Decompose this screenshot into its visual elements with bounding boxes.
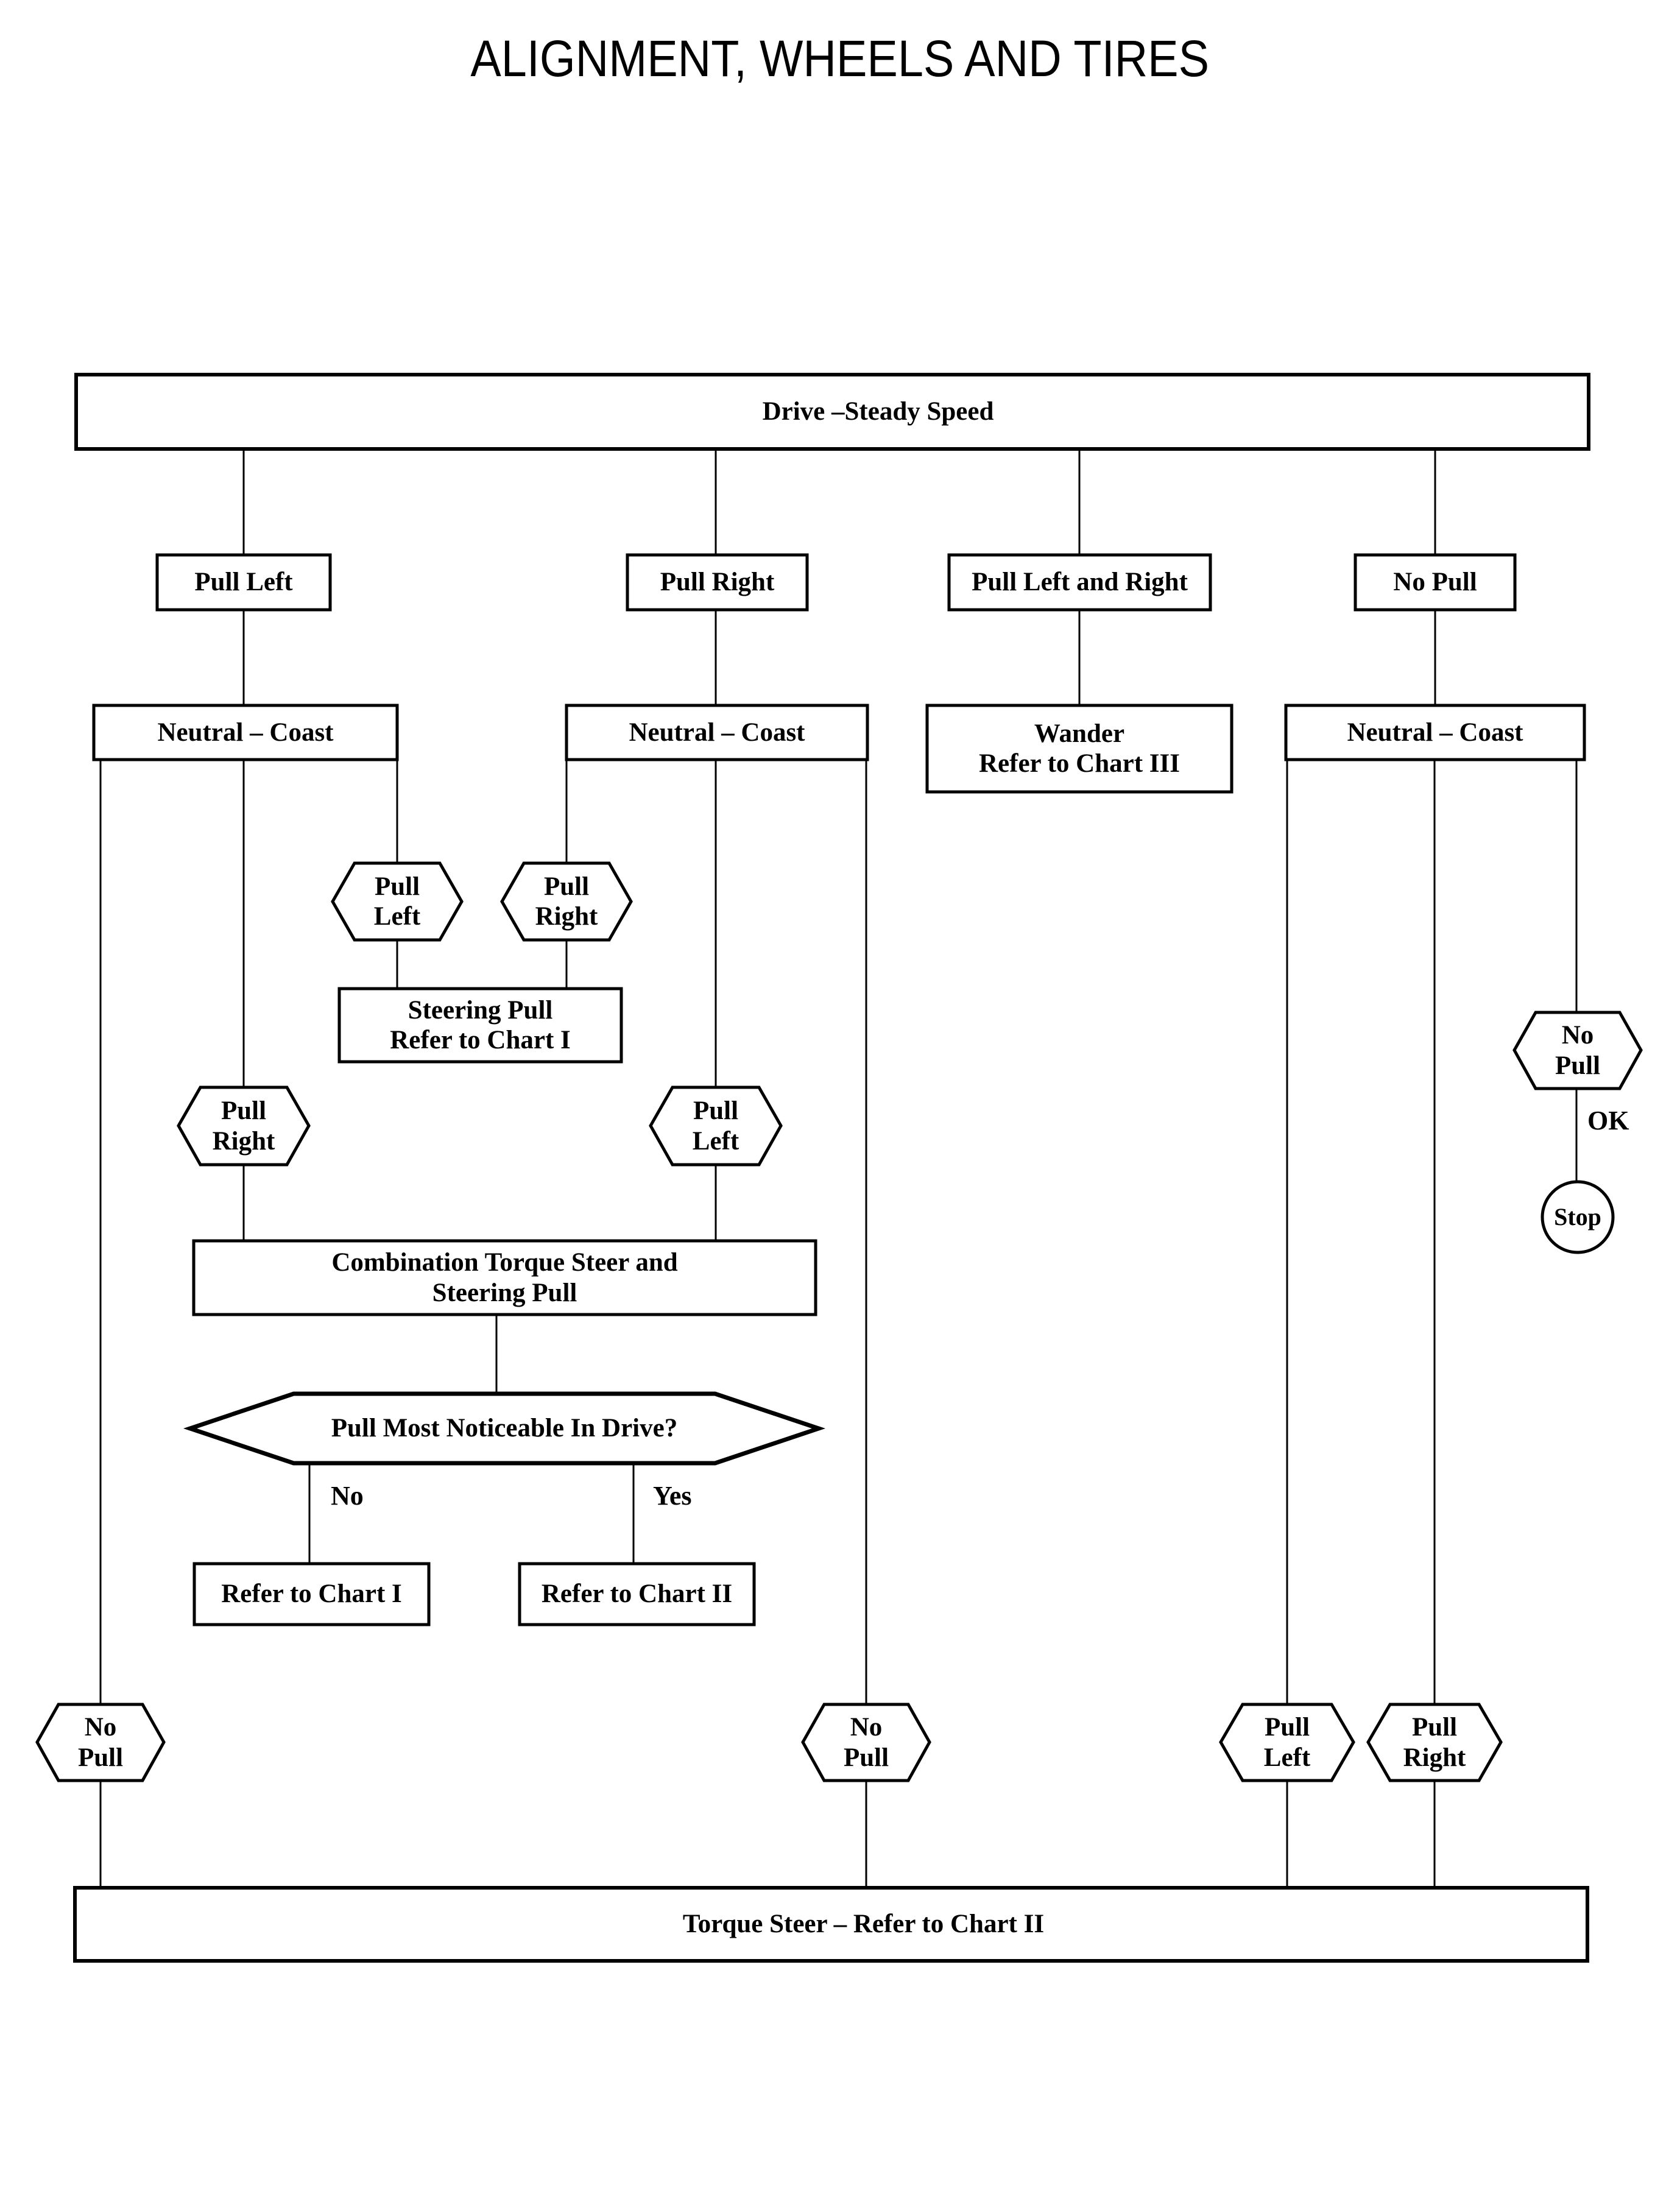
hex-pull-left-bottom-line2: Left — [1263, 1743, 1311, 1772]
connector-lines — [99, 449, 1578, 1888]
pull-right-node: Pull Right — [660, 568, 775, 597]
hex-no-pull-bottom-center-line1: No — [850, 1713, 883, 1742]
node-shapes — [35, 373, 1643, 1963]
ok-label: OK — [1587, 1106, 1629, 1135]
neutral-coast-right-node: Neutral – Coast — [1347, 718, 1523, 747]
stop-node: Stop — [1554, 1203, 1601, 1230]
hex-pull-right-bottom-line1: Pull — [1411, 1713, 1458, 1742]
neutral-coast-left-node: Neutral – Coast — [157, 718, 334, 747]
wander-box-outline — [925, 704, 1234, 794]
torque-steer-node: Torque Steer – Refer to Chart II — [682, 1910, 1045, 1939]
hex-no-pull-bottom-left-node: No Pull — [37, 1704, 164, 1781]
hex-no-pull-right-line2: Pull — [1555, 1051, 1601, 1080]
neutral-coast-center-outline — [565, 704, 869, 761]
no-pull-node: No Pull — [1393, 568, 1477, 597]
hex-no-pull-bottom-left-outline — [35, 1703, 166, 1782]
torque-steer-bar-outline — [73, 1886, 1589, 1963]
steering-pull-line2: Refer to Chart I — [390, 1026, 571, 1054]
hex-pull-left-mid-line2: Left — [692, 1126, 739, 1156]
hex-pull-right-mid-outline — [177, 1086, 311, 1167]
drive-box-outline — [74, 373, 1590, 451]
hex-pull-left-mid-outline — [649, 1086, 783, 1167]
hex-no-pull-bottom-center-node: No Pull — [803, 1704, 930, 1781]
page-title: ALIGNMENT, WHEELS AND TIRES — [0, 29, 1680, 88]
hex-no-pull-bottom-left-line1: No — [84, 1713, 117, 1742]
hex-pull-right-upper-outline — [500, 861, 633, 942]
hex-pull-left-bottom-outline — [1219, 1703, 1355, 1782]
pull-right-box-outline — [626, 553, 809, 612]
page-title-text: ALIGNMENT, WHEELS AND TIRES — [470, 30, 1210, 87]
refer-chart-1-node: Refer to Chart I — [221, 1580, 402, 1609]
wander-node: Wander Refer to Chart III — [927, 705, 1232, 792]
hex-pull-right-mid-node: Pull Right — [178, 1087, 309, 1165]
wander-line1: Wander — [1034, 719, 1125, 748]
hex-pull-right-bottom-outline — [1366, 1703, 1503, 1782]
pull-left-and-right-box-outline — [947, 553, 1212, 612]
hex-pull-right-bottom-line2: Right — [1403, 1743, 1466, 1772]
hex-pull-left-mid-line1: Pull — [693, 1096, 739, 1126]
wander-line2: Refer to Chart III — [979, 749, 1180, 778]
hex-pull-left-upper-line2: Left — [373, 902, 421, 931]
hex-pull-left-upper-node: Pull Left — [333, 863, 462, 940]
pull-left-node: Pull Left — [194, 568, 293, 597]
combination-line2: Steering Pull — [432, 1278, 577, 1307]
branch-no-label: No — [331, 1481, 364, 1511]
hex-pull-left-mid-node: Pull Left — [651, 1087, 781, 1165]
hex-pull-right-mid-line1: Pull — [221, 1096, 267, 1126]
combination-line1: Combination Torque Steer and — [331, 1248, 678, 1277]
refer-chart-1-box-outline — [192, 1562, 431, 1626]
combination-box-outline — [192, 1239, 817, 1316]
steering-pull-line1: Steering Pull — [408, 995, 553, 1025]
drive-steady-speed-node: Drive –Steady Speed — [762, 397, 994, 426]
no-pull-box-outline — [1354, 553, 1517, 612]
branch-yes-label: Yes — [653, 1481, 692, 1511]
hex-pull-left-upper-outline — [331, 861, 464, 942]
hex-pull-right-upper-node: Pull Right — [502, 863, 631, 940]
steering-pull-box-outline — [337, 987, 623, 1064]
decision-hexagon-outline — [183, 1391, 826, 1466]
hex-pull-left-upper-line1: Pull — [374, 872, 420, 901]
refer-chart-2-node: Refer to Chart II — [541, 1580, 733, 1609]
neutral-coast-left-outline — [92, 704, 399, 761]
neutral-coast-right-outline — [1284, 704, 1586, 761]
hex-pull-right-mid-line2: Right — [212, 1126, 275, 1156]
hex-pull-right-bottom-node: Pull Right — [1368, 1704, 1501, 1781]
hex-pull-right-upper-line1: Pull — [543, 872, 590, 901]
hex-no-pull-right-outline — [1512, 1011, 1643, 1090]
neutral-coast-center-node: Neutral – Coast — [629, 718, 805, 747]
hex-no-pull-bottom-center-line2: Pull — [843, 1743, 889, 1772]
hex-no-pull-bottom-left-line2: Pull — [77, 1743, 124, 1772]
pull-left-and-right-node: Pull Left and Right — [972, 568, 1188, 597]
hex-pull-left-bottom-node: Pull Left — [1221, 1704, 1354, 1781]
combination-node: Combination Torque Steer and Steering Pu… — [194, 1241, 816, 1315]
hex-no-pull-bottom-center-outline — [801, 1703, 931, 1782]
refer-chart-2-box-outline — [518, 1562, 756, 1626]
hex-pull-left-bottom-line1: Pull — [1264, 1713, 1310, 1742]
steering-pull-node: Steering Pull Refer to Chart I — [339, 989, 621, 1062]
hex-pull-right-upper-line2: Right — [535, 902, 598, 931]
hex-no-pull-right-line1: No — [1561, 1021, 1594, 1050]
decision-node: Pull Most Noticeable In Drive? — [331, 1414, 678, 1443]
pull-left-box-outline — [155, 553, 332, 612]
hex-no-pull-right-node: No Pull — [1514, 1012, 1641, 1089]
stop-circle-outline — [1541, 1180, 1615, 1254]
